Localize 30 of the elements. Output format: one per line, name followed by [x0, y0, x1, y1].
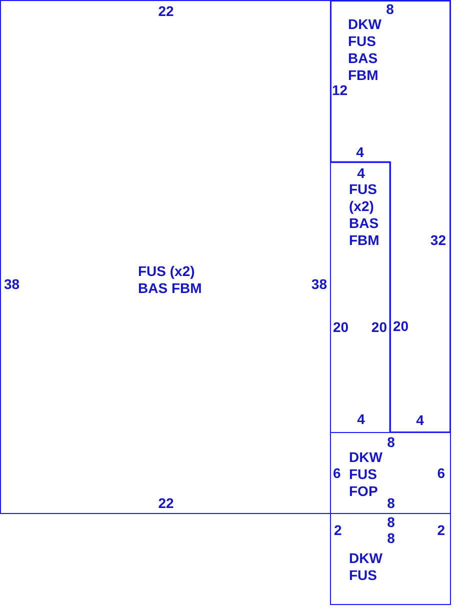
dimension-label: 38 — [4, 276, 20, 293]
part-list: DKW FUS — [349, 550, 394, 584]
dimension-label: 6 — [333, 465, 341, 482]
dimension-label: 4 — [416, 412, 424, 429]
dimension-label: 6 — [437, 465, 445, 482]
dimension-label: 20 — [333, 319, 349, 336]
dimension-label: 8 — [387, 495, 395, 512]
part-list: FUS (x2) BAS FBM — [349, 181, 389, 249]
dimension-label: 8 — [387, 434, 395, 451]
dimension-label: 4 — [357, 411, 365, 428]
part-list: DKW FUS BAS FBM — [348, 16, 393, 84]
dimension-label: 32 — [430, 232, 446, 249]
dimension-label: 20 — [371, 319, 387, 336]
cut-panel — [330, 162, 391, 433]
cut-panel — [0, 0, 331, 514]
dimension-label: 8 — [386, 1, 394, 18]
dimension-label: 2 — [437, 522, 445, 539]
dimension-label: 22 — [158, 495, 174, 512]
dimension-label: 8 — [387, 530, 395, 547]
dimension-label: 4 — [357, 165, 365, 182]
dimension-label: 8 — [387, 514, 395, 531]
dimension-label: 20 — [393, 318, 409, 335]
cut-panel — [330, 513, 451, 605]
l-shaped-panel — [330, 0, 451, 433]
dimension-label: 38 — [311, 276, 327, 293]
dimension-label: 12 — [332, 82, 348, 99]
dimension-label: 22 — [158, 3, 174, 20]
part-list: FUS (x2) BAS FBM — [138, 263, 216, 297]
dimension-label: 4 — [356, 144, 364, 161]
dimension-label: 2 — [334, 522, 342, 539]
